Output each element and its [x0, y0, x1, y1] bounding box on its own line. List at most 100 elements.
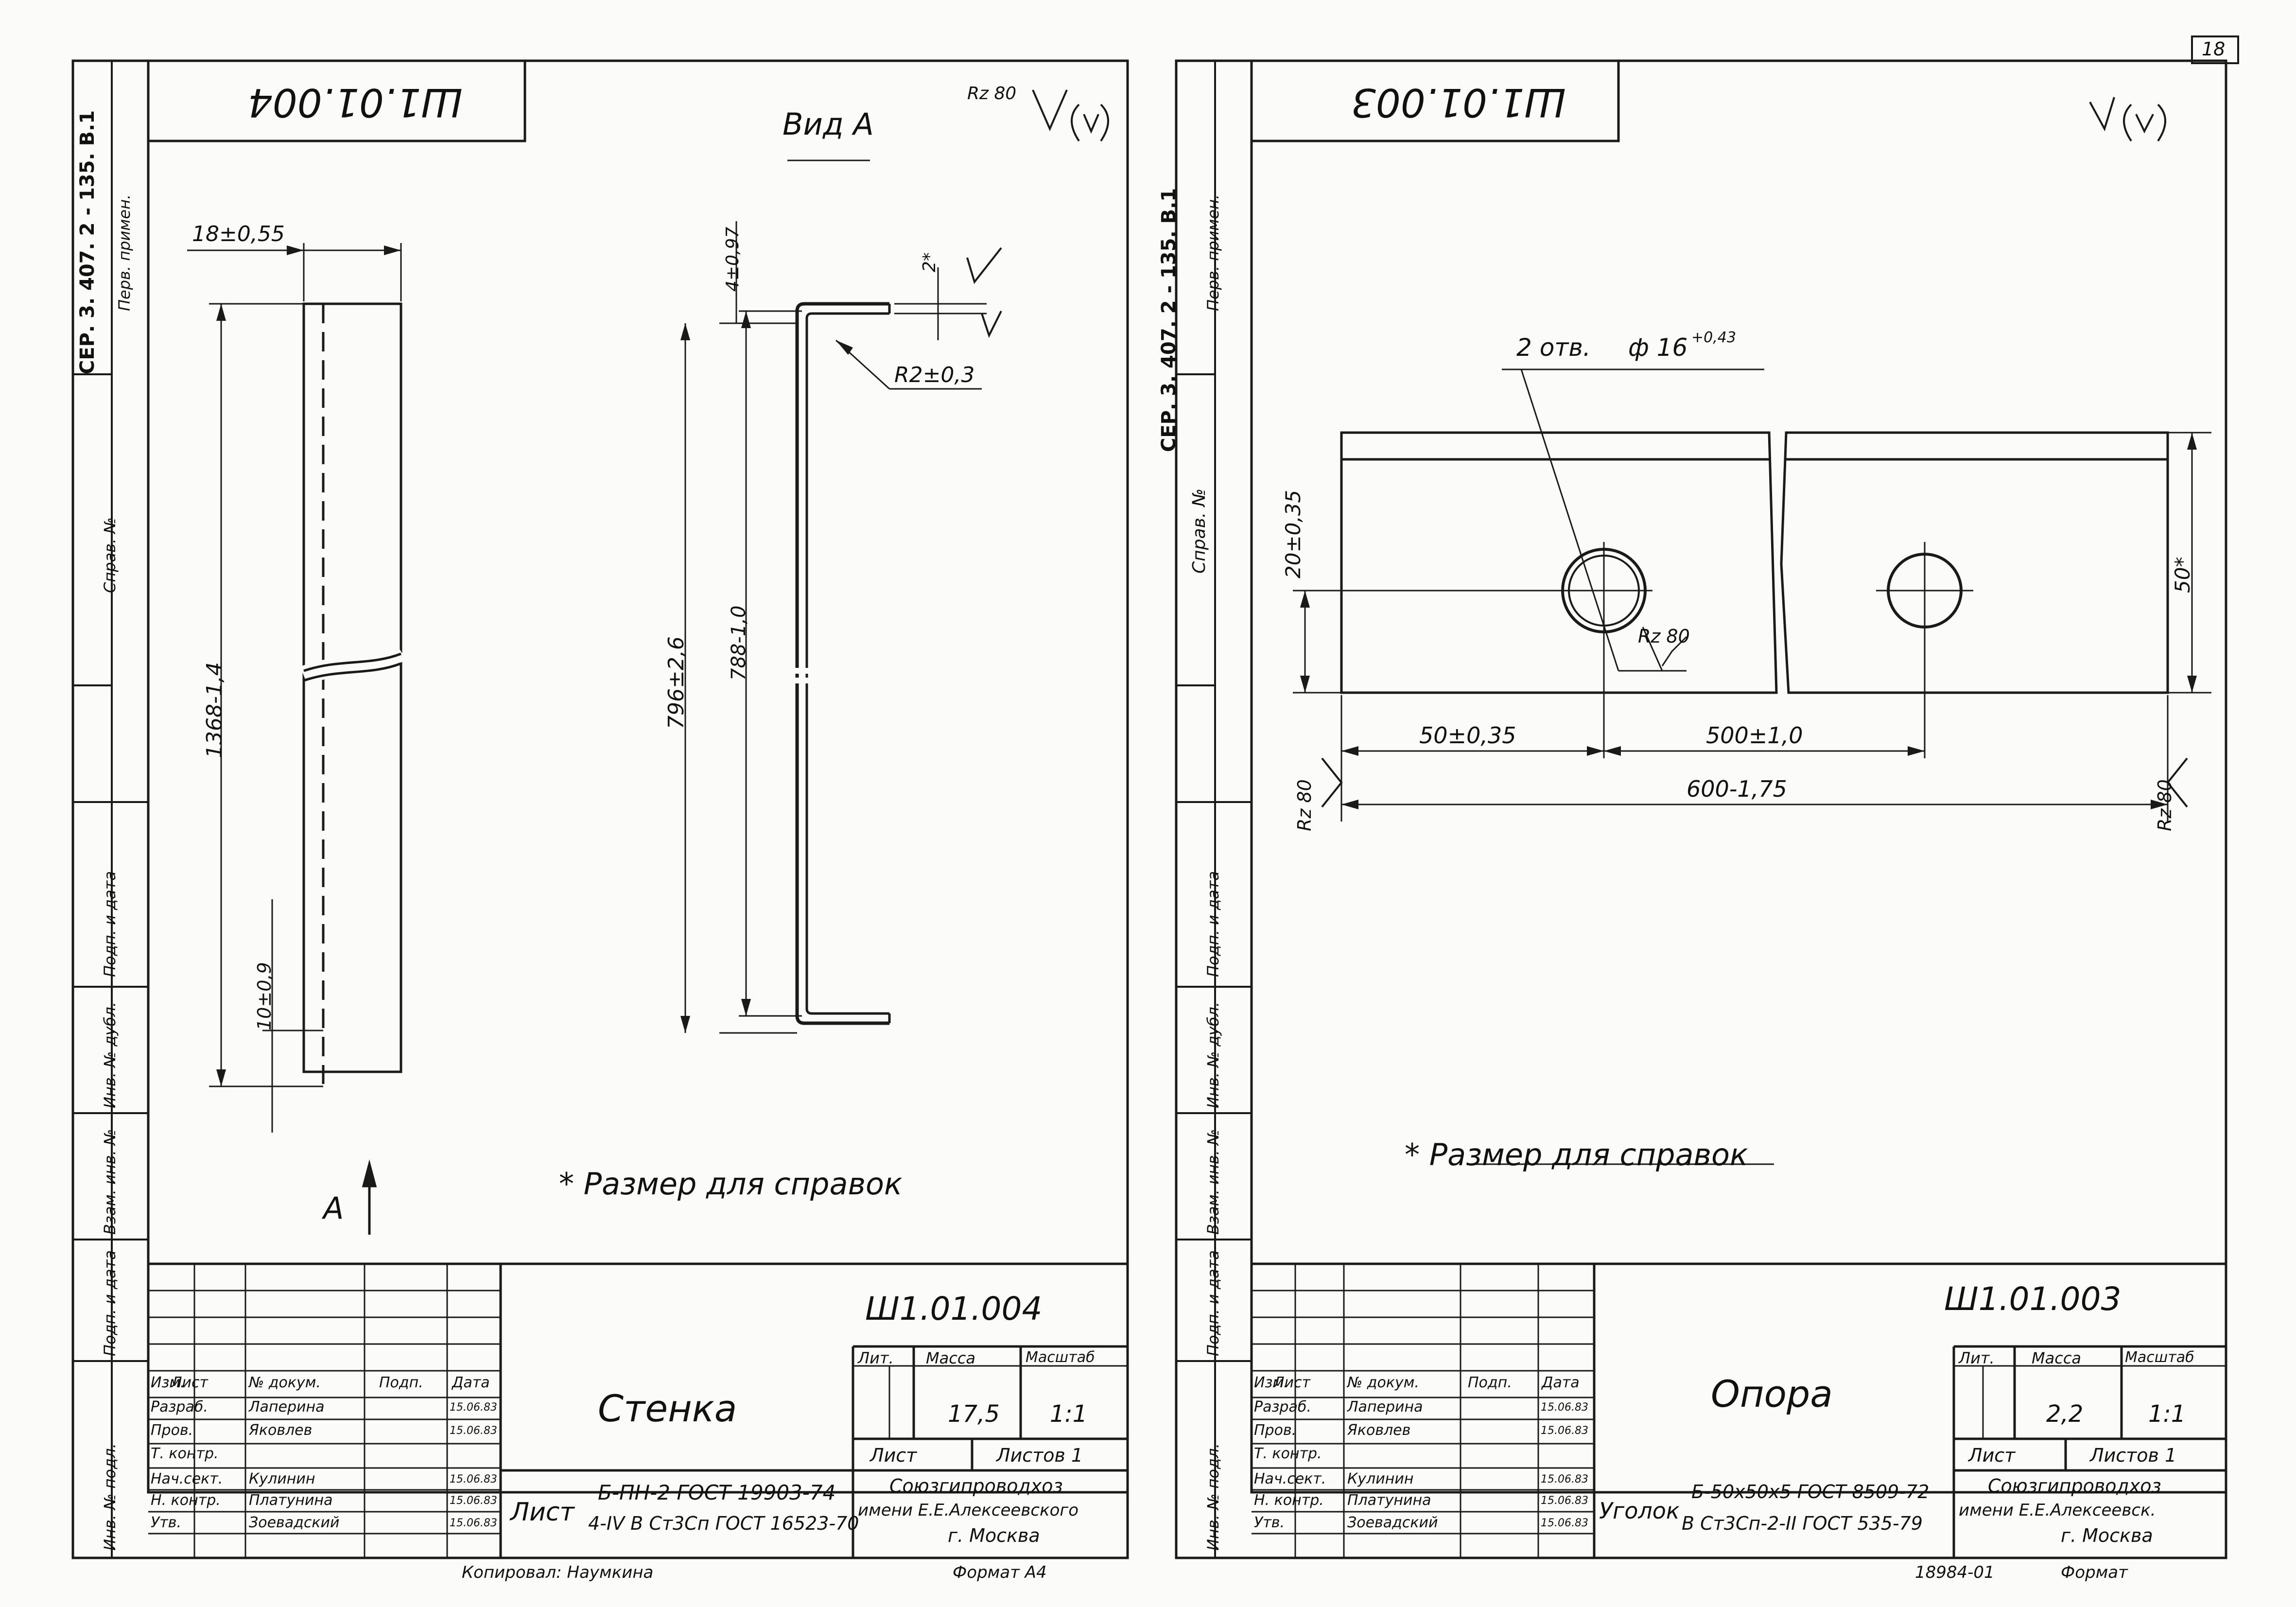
right-bottom-number: 18984-01 — [1915, 1563, 1995, 1582]
dim-holes: 2 отв. — [1516, 333, 1591, 362]
right-row-name: Лаперина — [1347, 1398, 1423, 1415]
left-row-name: Яковлев — [249, 1422, 313, 1439]
left-header-sign: Подп. — [379, 1374, 423, 1391]
dim-rz-left: Rz 80 — [1294, 779, 1315, 831]
dim-radius: R2±0,3 — [894, 363, 975, 387]
right-row-role: Т. контр. — [1254, 1445, 1322, 1462]
right-side-label-6: Подп. и дата — [1204, 1250, 1222, 1356]
left-row-role: Пров. — [151, 1422, 193, 1439]
left-row-date: 15.06.83 — [450, 1473, 497, 1485]
left-material-line2: 4-IV В Ст3Сп ГОСТ 16523-70 — [588, 1513, 859, 1534]
dim-length: 1368-1,4 — [202, 662, 227, 758]
left-org-line2: имени Е.Е.Алексеевского — [858, 1501, 1079, 1520]
right-org-line2: имени Е.Е.Алексеевск. — [1959, 1501, 2156, 1520]
right-part-name: Опора — [1711, 1372, 1833, 1415]
left-note: * Размер для справок — [559, 1166, 903, 1202]
right-top-code-mirrored: Ш1.01.003 — [1351, 80, 1566, 125]
left-part-name: Стенка — [598, 1387, 737, 1430]
right-scale-label: Масштаб — [2125, 1349, 2194, 1366]
right-row-role: Разраб. — [1254, 1398, 1311, 1415]
dim-width: 18±0,55 — [192, 222, 285, 246]
dim-flange-ref: 2* — [920, 252, 939, 272]
left-row-role: Разраб. — [151, 1398, 208, 1415]
left-row-role: Нач.сект. — [151, 1470, 223, 1487]
left-side-label-6: Подп. и дата — [101, 1250, 119, 1356]
left-scale-label: Масштаб — [1026, 1349, 1095, 1366]
right-mass-label: Масса — [2032, 1349, 2082, 1367]
dim-inner: 788-1,0 — [728, 605, 750, 681]
right-row-role: Утв. — [1254, 1514, 1285, 1531]
right-series-code: СЕР. 3. 407. 2 - 135. В.1 — [1158, 188, 1180, 452]
dim-total: 600-1,75 — [1687, 776, 1787, 802]
right-org-line1: Союзгипроводхоз — [1988, 1475, 2161, 1497]
right-side-label-1: Перв. примен. — [1204, 194, 1222, 311]
dim-outer: 796±2,6 — [664, 636, 689, 729]
right-header-doc: № докум. — [1347, 1374, 1419, 1391]
left-row-role: Т. контр. — [151, 1445, 219, 1462]
right-row-role: Пров. — [1254, 1422, 1297, 1439]
left-row-role: Утв. — [151, 1514, 181, 1531]
left-row-date: 15.06.83 — [450, 1517, 497, 1529]
left-row-name: Кулинин — [249, 1470, 315, 1487]
left-row-date: 15.06.83 — [450, 1495, 497, 1507]
left-row-name: Зоевадский — [249, 1514, 340, 1531]
right-row-name: Зоевадский — [1347, 1514, 1438, 1531]
left-mass: 17,5 — [948, 1400, 1000, 1428]
left-row-date: 15.06.83 — [450, 1401, 497, 1414]
right-row-date: 15.06.83 — [1541, 1517, 1588, 1529]
dim-rz-right: Rz 80 — [2154, 779, 2175, 831]
left-top-code-mirrored: Ш1.01.004 — [248, 80, 463, 125]
right-material-line2: В Ст3Сп-2-II ГОСТ 535-79 — [1682, 1513, 1923, 1534]
left-sheet-label: Лист — [870, 1445, 917, 1466]
right-side-label-4: Инв. № дубл. — [1204, 1002, 1222, 1108]
right-note: * Размер для справок — [1405, 1137, 1748, 1172]
right-lit-label: Лит. — [1959, 1349, 1995, 1367]
right-row-date: 15.06.83 — [1541, 1401, 1588, 1414]
left-org-line1: Союзгипроводхоз — [889, 1475, 1063, 1497]
dim-height: 50* — [2171, 557, 2194, 593]
left-side-label-4: Инв. № дубл. — [101, 1002, 119, 1108]
view-label: Вид А — [783, 106, 874, 142]
right-row-date: 15.06.83 — [1541, 1473, 1588, 1485]
right-header-date: Дата — [1542, 1374, 1580, 1391]
right-side-label-5: Взам. инв. № — [1204, 1129, 1222, 1235]
right-mass: 2,2 — [2046, 1400, 2084, 1428]
left-row-name: Платунина — [249, 1492, 333, 1509]
left-org-line3: г. Москва — [948, 1525, 1040, 1546]
dim-spacing: 500±1,0 — [1706, 722, 1803, 749]
right-side-label-3: Подп. и дата — [1204, 871, 1222, 977]
left-side-label-2: Справ. № — [101, 517, 119, 593]
right-row-date: 15.06.83 — [1541, 1495, 1588, 1507]
dim-tolerance: +0,43 — [1691, 329, 1736, 346]
left-row-role: Н. контр. — [151, 1492, 221, 1509]
right-header-izm: Изм. — [1254, 1374, 1288, 1391]
right-header-sign: Подп. — [1468, 1374, 1512, 1391]
dim-flange: 4±0,97 — [723, 227, 743, 292]
left-drawing-code: Ш1.01.004 — [865, 1290, 1043, 1328]
right-row-role: Н. контр. — [1254, 1492, 1324, 1509]
right-sheet-label: Лист — [1968, 1445, 2016, 1466]
left-sheets-label: Листов 1 — [996, 1445, 1083, 1466]
left-side-label-7: Инв. № подл. — [101, 1443, 119, 1551]
right-material-prefix: Уголок — [1599, 1498, 1680, 1524]
right-row-role: Нач.сект. — [1254, 1470, 1326, 1487]
right-format: Формат — [2061, 1563, 2128, 1582]
left-side-label-3: Подп. и дата — [101, 871, 119, 977]
right-header-list: Лист — [1273, 1374, 1311, 1391]
left-format: Формат А4 — [953, 1563, 1047, 1582]
left-mass-label: Масса — [926, 1349, 976, 1367]
left-roughness-label: Rz 80 — [967, 84, 1017, 104]
left-header-doc: № докум. — [249, 1374, 321, 1391]
dim-left-pos: 50±0,35 — [1419, 722, 1516, 749]
right-row-name: Кулинин — [1347, 1470, 1414, 1487]
left-row-date: 15.06.83 — [450, 1425, 497, 1437]
right-row-name: Яковлев — [1347, 1422, 1411, 1439]
left-side-label-5: Взам. инв. № — [101, 1129, 119, 1235]
dim-offset: 10±0,9 — [254, 962, 275, 1031]
left-side-label-1: Перв. примен. — [115, 194, 134, 311]
left-header-list: Лист — [171, 1374, 209, 1391]
left-material-prefix: Лист — [510, 1498, 574, 1527]
dim-diameter: ф 16 — [1628, 333, 1688, 362]
left-material-line1: Б-ПН-2 ГОСТ 19903-74 — [598, 1481, 836, 1504]
right-side-label-7: Инв. № подл. — [1204, 1443, 1222, 1551]
